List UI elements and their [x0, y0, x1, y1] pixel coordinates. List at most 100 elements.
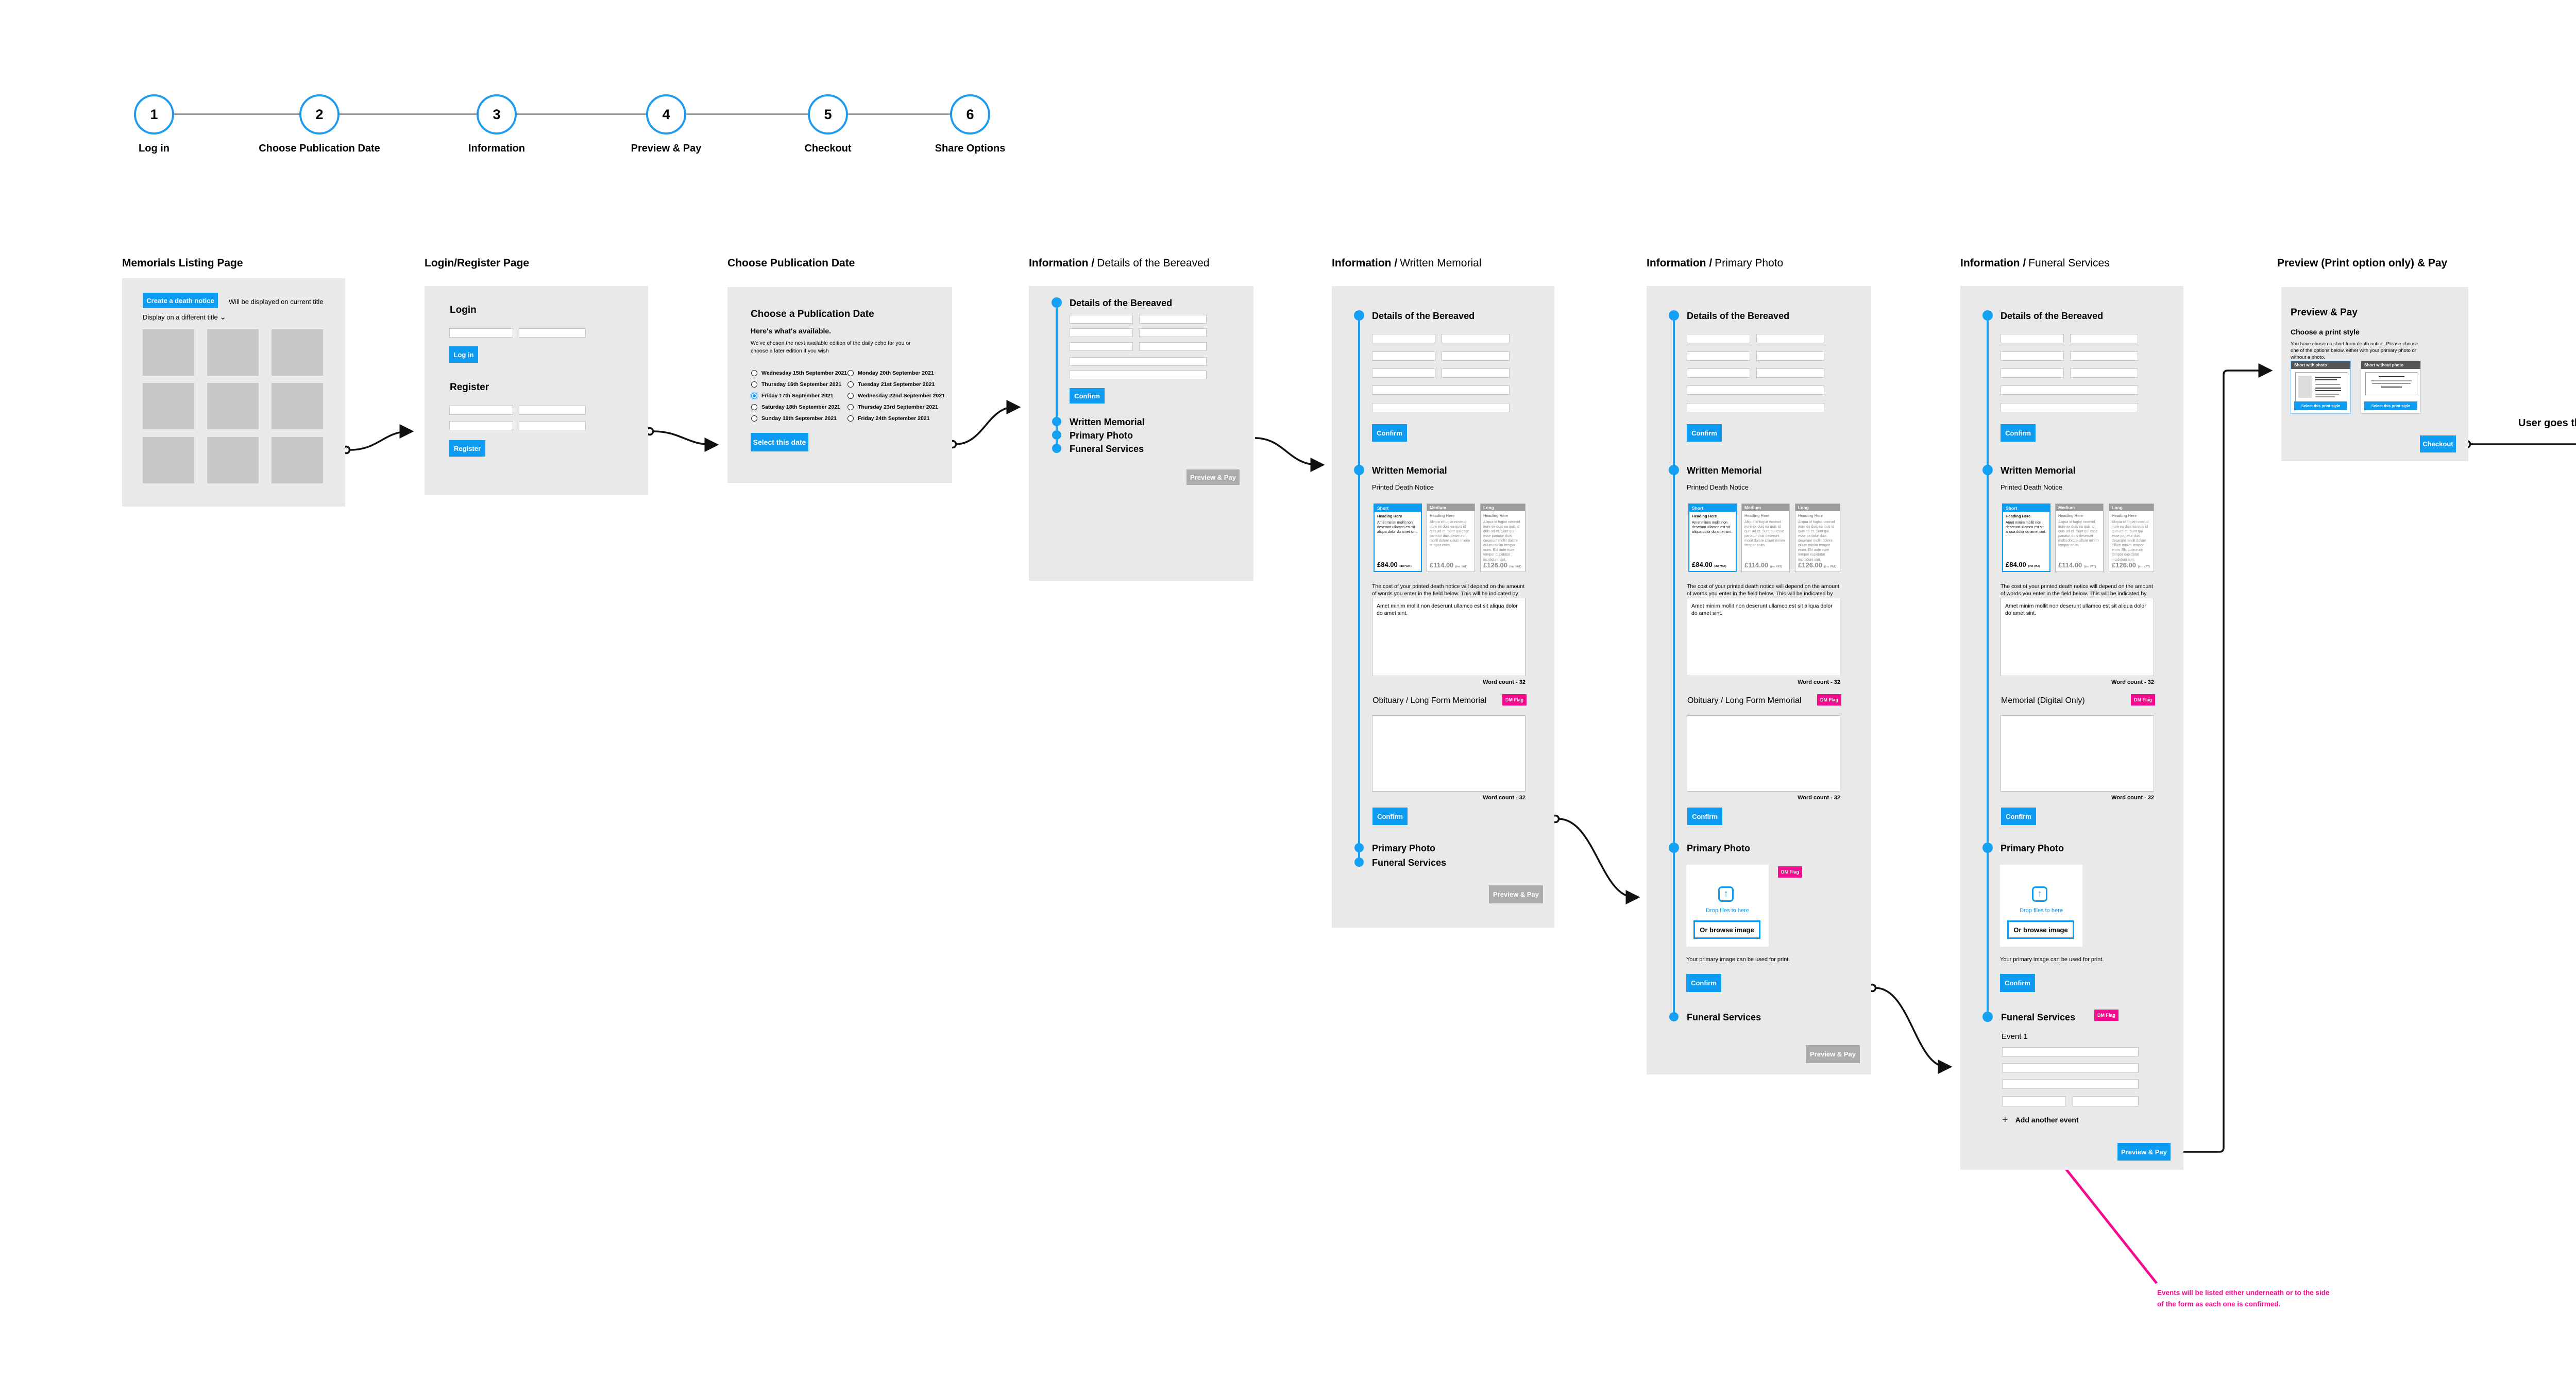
- details-field-wide[interactable]: [1070, 371, 1207, 379]
- confirm-button[interactable]: Confirm: [1686, 974, 1721, 992]
- details-field[interactable]: [1372, 334, 1435, 343]
- price-card-long[interactable]: Long Heading Here Aliqua id fugiat nostr…: [1795, 503, 1840, 572]
- details-field-wide[interactable]: [1372, 385, 1510, 395]
- nav-funeral-services[interactable]: Funeral Services: [1070, 444, 1144, 454]
- nav-primary-photo[interactable]: Primary Photo: [1070, 430, 1133, 441]
- event-field-wide[interactable]: [2002, 1079, 2139, 1089]
- browse-image-button[interactable]: Or browse image: [1693, 920, 1760, 939]
- death-notice-textarea[interactable]: Amet minim mollit non deserunt ullamco e…: [2001, 598, 2154, 676]
- details-field[interactable]: [2001, 351, 2064, 361]
- details-field-wide[interactable]: [1372, 403, 1510, 412]
- obituary-textarea[interactable]: [1687, 715, 1840, 792]
- details-field[interactable]: [1687, 368, 1750, 378]
- confirm-button[interactable]: Confirm: [1372, 424, 1407, 442]
- details-field[interactable]: [2070, 368, 2138, 378]
- confirm-button[interactable]: Confirm: [1372, 808, 1408, 825]
- radio-date[interactable]: [848, 370, 854, 376]
- details-field[interactable]: [2001, 368, 2064, 378]
- radio-date-label[interactable]: Wednesday 22nd September 2021: [858, 393, 945, 399]
- photo-dropzone[interactable]: ↑ Drop files to here Or browse image: [2000, 865, 2082, 947]
- details-field[interactable]: [1442, 351, 1510, 361]
- price-card-medium[interactable]: Medium Heading Here Aliqua id fugiat nos…: [1427, 503, 1475, 572]
- radio-date-label[interactable]: Tuesday 21st September 2021: [858, 381, 935, 388]
- details-field-wide[interactable]: [1687, 385, 1824, 395]
- details-field[interactable]: [1756, 351, 1824, 361]
- radio-date-label[interactable]: Friday 24th September 2021: [858, 415, 930, 422]
- radio-date[interactable]: [751, 404, 757, 410]
- nav-funeral-services[interactable]: Funeral Services: [1687, 1012, 1761, 1022]
- login-password-field[interactable]: [519, 328, 586, 338]
- print-style-card-with-photo[interactable]: Short with photo Select this print style: [2291, 361, 2351, 414]
- price-card-medium[interactable]: Medium Heading Here Aliqua id fugiat nos…: [1741, 503, 1790, 572]
- register-field[interactable]: [519, 406, 586, 415]
- details-field[interactable]: [1139, 342, 1207, 351]
- radio-date[interactable]: [751, 370, 757, 376]
- details-field-wide[interactable]: [1687, 403, 1824, 412]
- details-field[interactable]: [2070, 334, 2138, 343]
- confirm-button[interactable]: Confirm: [1687, 808, 1722, 825]
- details-field-wide[interactable]: [1070, 357, 1207, 366]
- confirm-button[interactable]: Confirm: [1070, 388, 1105, 404]
- radio-date-label[interactable]: Thursday 23rd September 2021: [858, 404, 938, 410]
- preview-pay-button-disabled[interactable]: Preview & Pay: [1489, 885, 1543, 903]
- radio-date-label[interactable]: Thursday 16th September 2021: [761, 381, 842, 388]
- radio-date-label[interactable]: Sunday 19th September 2021: [761, 415, 837, 422]
- preview-pay-button-disabled[interactable]: Preview & Pay: [1187, 469, 1240, 485]
- details-field[interactable]: [1372, 351, 1435, 361]
- details-field[interactable]: [1070, 342, 1133, 351]
- browse-image-button[interactable]: Or browse image: [2007, 920, 2074, 939]
- login-username-field[interactable]: [449, 328, 513, 338]
- details-field[interactable]: [1442, 334, 1510, 343]
- memorial-textarea[interactable]: [2001, 715, 2154, 792]
- confirm-button[interactable]: Confirm: [2001, 808, 2036, 825]
- register-button[interactable]: Register: [449, 440, 485, 457]
- details-field[interactable]: [1139, 328, 1207, 337]
- radio-date[interactable]: [848, 404, 854, 410]
- confirm-button[interactable]: Confirm: [1687, 424, 1722, 442]
- price-card-short[interactable]: Short Heading Here Amet minim mollit non…: [1688, 503, 1737, 572]
- details-field[interactable]: [1372, 368, 1435, 378]
- event-field[interactable]: [2073, 1096, 2139, 1106]
- details-field[interactable]: [1070, 315, 1133, 324]
- price-card-short[interactable]: Short Heading Here Amet minim mollit non…: [1374, 503, 1422, 572]
- add-another-event[interactable]: + Add another event: [2002, 1115, 2079, 1125]
- radio-date-label[interactable]: Saturday 18th September 2021: [761, 404, 840, 410]
- radio-date-label[interactable]: Friday 17th September 2021: [761, 393, 834, 399]
- details-field[interactable]: [1442, 368, 1510, 378]
- nav-written-memorial[interactable]: Written Memorial: [1070, 417, 1145, 427]
- price-card-short[interactable]: Short Heading Here Amet minim mollit non…: [2002, 503, 2050, 572]
- details-field-wide[interactable]: [2001, 385, 2138, 395]
- death-notice-textarea[interactable]: Amet minim mollit non deserunt ullamco e…: [1687, 598, 1840, 676]
- details-field-wide[interactable]: [2001, 403, 2138, 412]
- photo-dropzone[interactable]: ↑ Drop files to here Or browse image: [1686, 865, 1769, 947]
- radio-date[interactable]: [751, 381, 757, 388]
- nav-primary-photo[interactable]: Primary Photo: [1372, 843, 1436, 853]
- confirm-button[interactable]: Confirm: [2000, 974, 2035, 992]
- details-field[interactable]: [1756, 368, 1824, 378]
- price-card-medium[interactable]: Medium Heading Here Aliqua id fugiat nos…: [2055, 503, 2104, 572]
- details-field[interactable]: [1139, 315, 1207, 324]
- nav-funeral-services[interactable]: Funeral Services: [1372, 858, 1447, 868]
- radio-date[interactable]: [848, 393, 854, 399]
- details-field[interactable]: [1070, 328, 1133, 337]
- create-death-notice-button[interactable]: Create a death notice: [143, 293, 218, 308]
- radio-date-label[interactable]: Wednesday 15th September 2021: [761, 370, 848, 376]
- select-print-style-button[interactable]: Select this print style: [2294, 401, 2347, 410]
- confirm-button[interactable]: Confirm: [2001, 424, 2036, 442]
- register-field[interactable]: [449, 406, 513, 415]
- select-print-style-button[interactable]: Select this print style: [2364, 401, 2417, 410]
- details-field[interactable]: [1687, 334, 1750, 343]
- preview-pay-button-disabled[interactable]: Preview & Pay: [1806, 1045, 1860, 1063]
- register-field[interactable]: [449, 421, 513, 430]
- radio-date[interactable]: [848, 415, 854, 422]
- checkout-button[interactable]: Checkout: [2420, 435, 2456, 452]
- price-card-long[interactable]: Long Heading Here Aliqua id fugiat nostr…: [2109, 503, 2154, 572]
- event-field-wide[interactable]: [2002, 1063, 2139, 1073]
- login-button[interactable]: Log in: [449, 346, 478, 363]
- radio-date[interactable]: [848, 381, 854, 388]
- select-this-date-button[interactable]: Select this date: [751, 433, 808, 451]
- preview-pay-button[interactable]: Preview & Pay: [2117, 1143, 2171, 1161]
- details-field[interactable]: [1756, 334, 1824, 343]
- event-field-wide[interactable]: [2002, 1047, 2139, 1057]
- price-card-long[interactable]: Long Heading Here Aliqua id fugiat nostr…: [1480, 503, 1526, 572]
